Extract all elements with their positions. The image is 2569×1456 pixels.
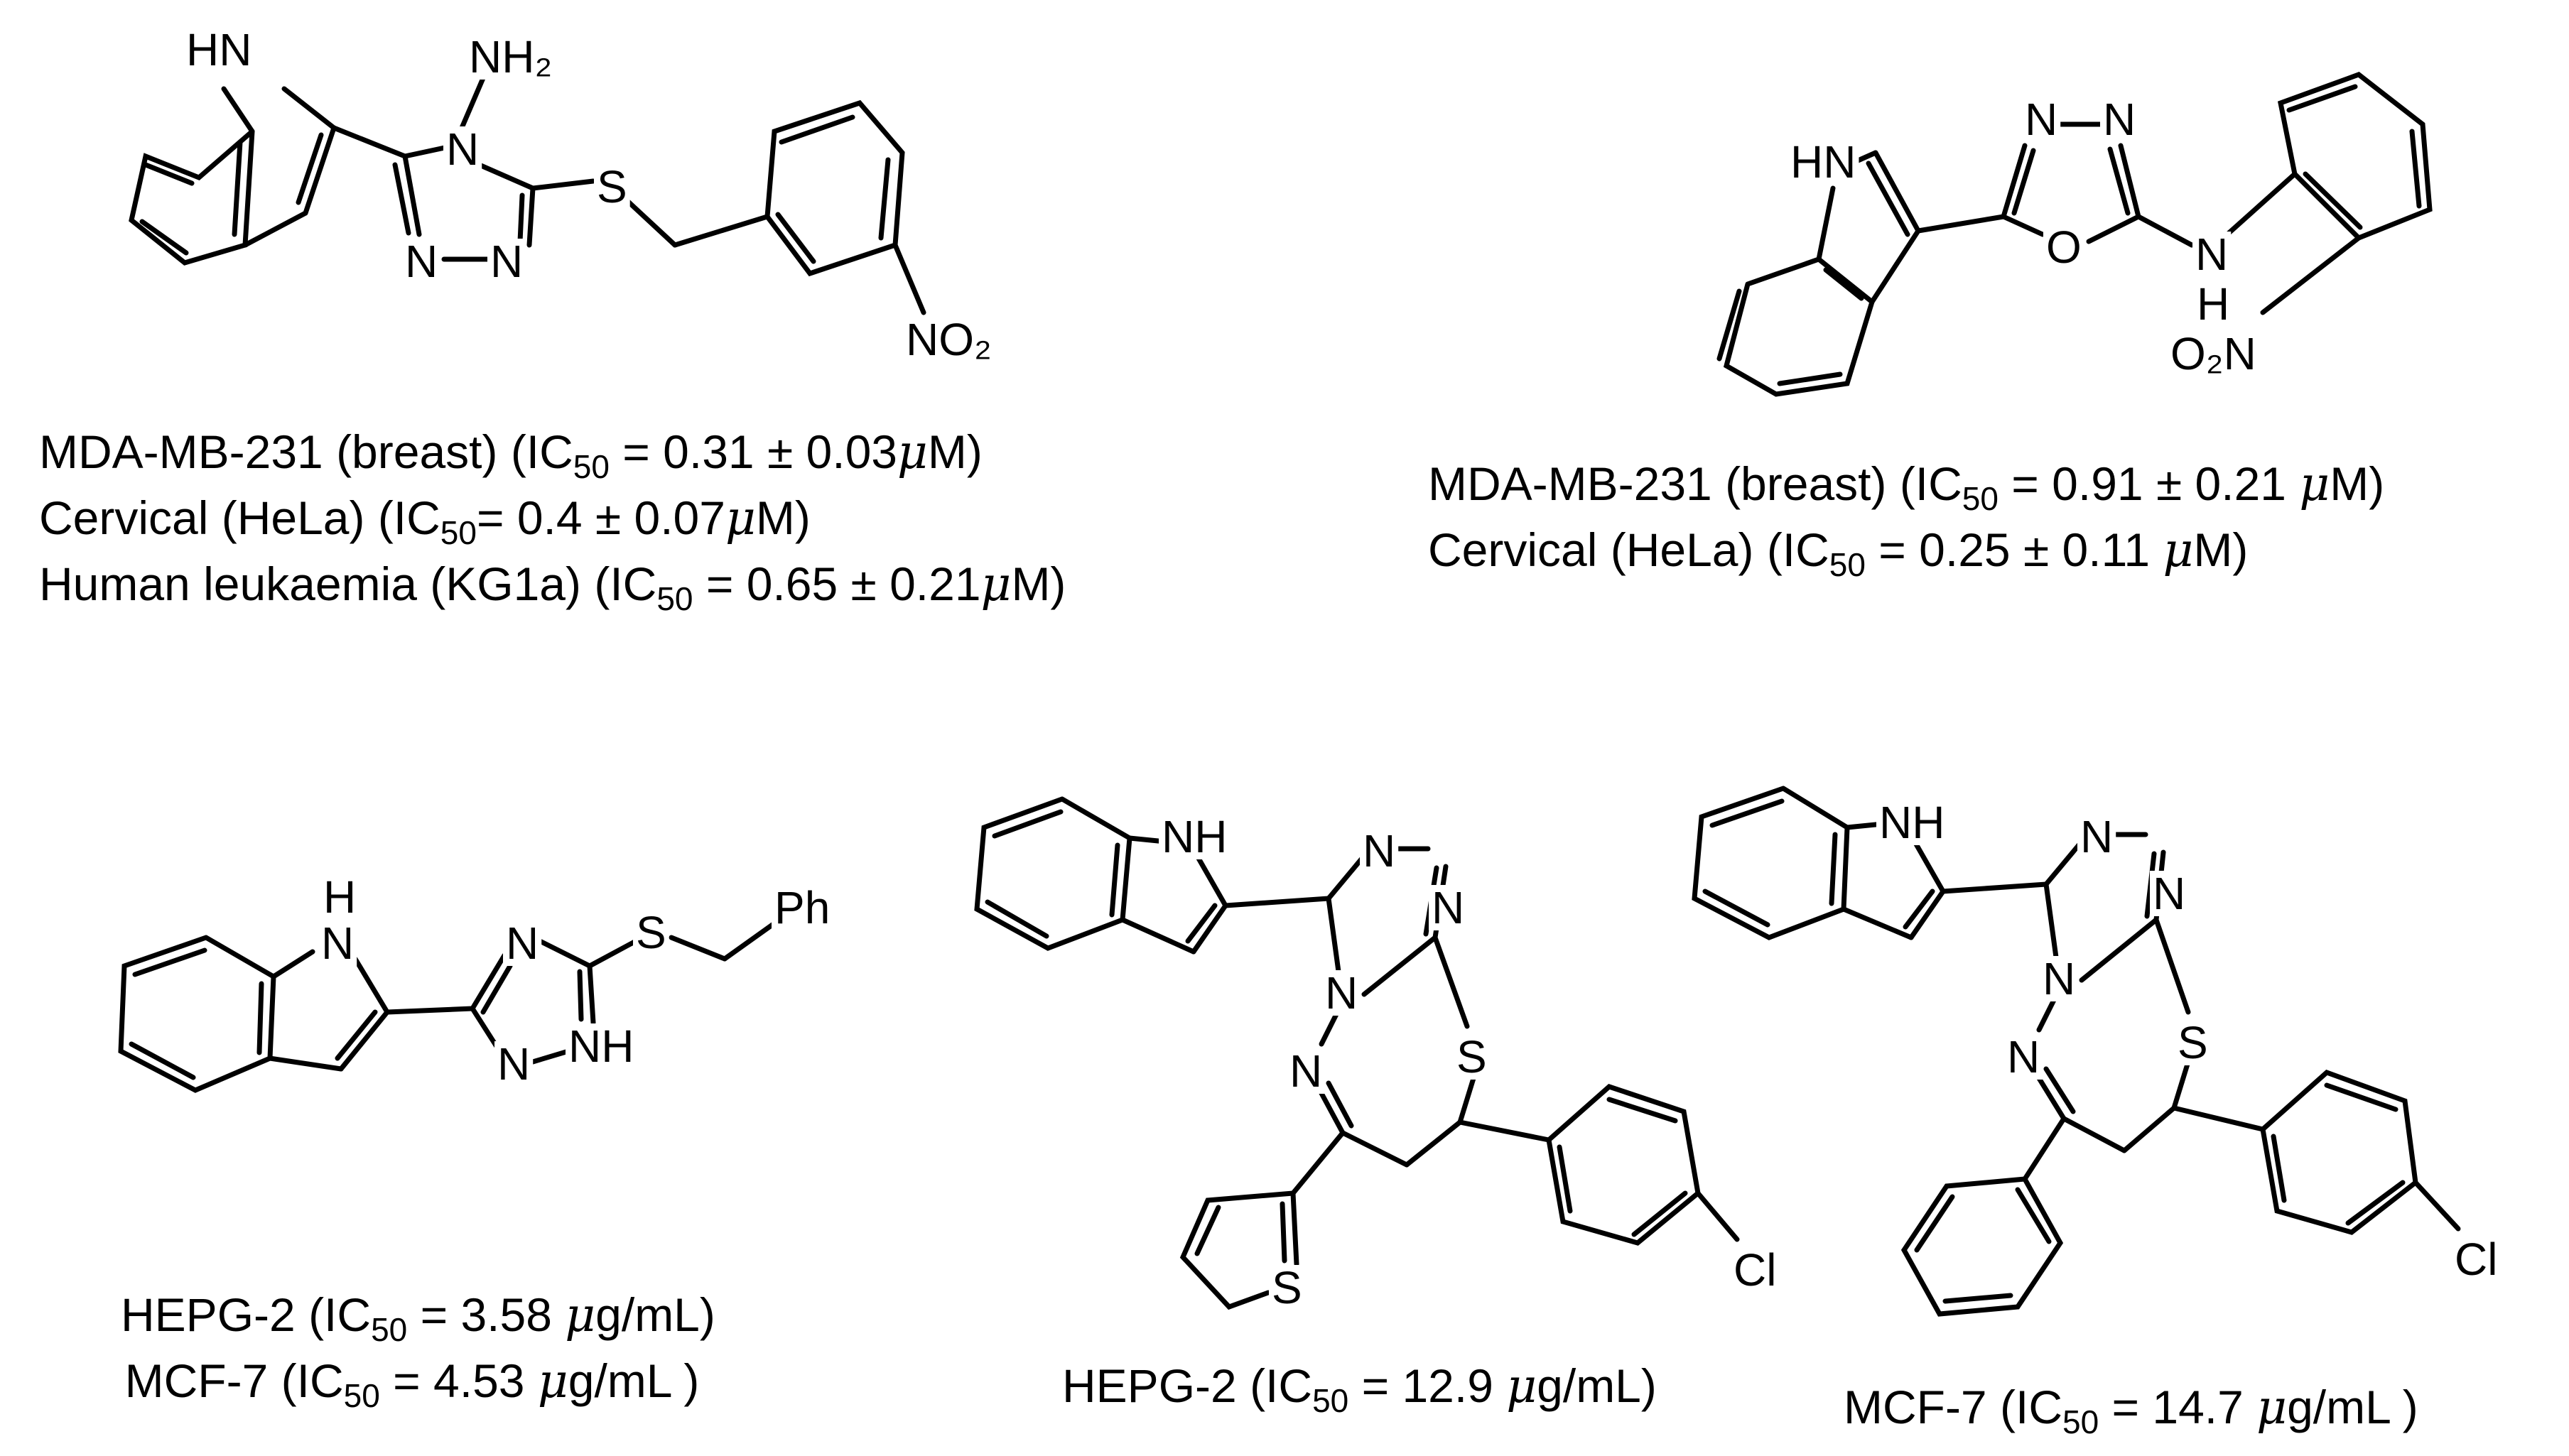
atom-label-backing <box>594 164 630 210</box>
atom-label-backing <box>318 920 357 966</box>
c1-no2-label: NO₂ <box>906 314 992 365</box>
c3-nh-label: NH <box>568 1021 634 1072</box>
c2-o-label: O <box>2046 222 2082 273</box>
activity-line: HEPG-2 (IC50 = 3.58 μg/mL) <box>121 1288 715 1348</box>
c1-s-label: S <box>597 161 627 212</box>
atom-label-backing <box>2192 232 2232 277</box>
atom-label-backing <box>487 239 526 284</box>
c1-n1-label: N <box>405 236 438 287</box>
atom-label-backing <box>503 920 542 966</box>
c4-cl-label: Cl <box>1734 1244 1776 1295</box>
activity-line: Cervical (HeLa) (IC50= 0.4 ± 0.07μM) <box>39 491 811 551</box>
atom-label-backing <box>1876 800 1948 845</box>
c5-n2-label: N <box>2153 868 2185 919</box>
atom-label-backing <box>633 910 669 955</box>
c5-indole-nh-label: NH <box>1879 797 1945 848</box>
activity-line: MDA-MB-231 (breast) (IC50 = 0.91 ± 0.21 … <box>1428 457 2385 517</box>
c1-indole-nh-label: HN <box>186 24 252 75</box>
atom-label-backing <box>566 1023 637 1069</box>
compound-3-atom-labels: H N N S Ph N NH <box>318 871 833 1090</box>
atom-label-backing <box>1731 1247 1780 1293</box>
atom-label-backing <box>320 874 359 920</box>
c4-thiophene-s-label: S <box>1272 1262 1302 1313</box>
activity-line: Human leukaemia (KG1a) (IC50 = 0.65 ± 0.… <box>39 557 1066 617</box>
c4-azepine-n-label: N <box>1289 1045 1322 1097</box>
c3-n1-label: N <box>497 1038 530 1090</box>
atom-label-backing <box>1159 814 1231 859</box>
c4-indole-nh-label: NH <box>1162 811 1227 862</box>
compound-4-structure <box>974 796 1740 1310</box>
c4-n1-label: N <box>1363 825 1395 876</box>
atom-label-backing <box>443 126 482 172</box>
atom-label-backing <box>1360 828 1399 874</box>
atom-label-backing <box>2040 956 2079 1001</box>
compound-1-structure <box>129 75 926 315</box>
c3-n4-label: N <box>506 918 539 969</box>
c1-nh2-label: NH₂ <box>469 31 552 82</box>
compound-4-atom-labels: NH N N N N S S Cl <box>1159 811 1780 1313</box>
compound-2-caption: MDA-MB-231 (breast) (IC50 = 0.91 ± 0.21 … <box>1428 451 2384 583</box>
c4-n4-label: N <box>1325 967 1358 1018</box>
compound-5-caption: MCF-7 (IC50 = 14.7 μg/mL ) <box>1844 1374 2418 1440</box>
atom-label-backing <box>1454 1034 1490 1080</box>
atom-label-backing <box>1429 885 1468 930</box>
c2-nh-h-label: H <box>2197 278 2229 330</box>
c2-no2-label: O₂N <box>2170 328 2256 379</box>
compound-2-atom-labels: HN N N O N H O₂N <box>1788 94 2259 379</box>
c3-indole-h-label: H <box>323 871 356 923</box>
atom-label-backing <box>903 317 995 362</box>
atom-label-backing <box>2175 1020 2211 1065</box>
atom-label-backing <box>2150 871 2189 916</box>
activity-line: Cervical (HeLa) (IC50 = 0.25 ± 0.11 μM) <box>1428 523 2249 583</box>
c4-n2-label: N <box>1432 882 1464 933</box>
atom-label-backing <box>1322 970 1361 1016</box>
atom-label-backing <box>2100 97 2139 142</box>
compound-5-atom-labels: NH N N N N S Cl <box>1876 797 2501 1285</box>
c5-cl-label: Cl <box>2455 1234 2497 1285</box>
c2-nh-n-label: N <box>2195 229 2228 280</box>
compound-4-caption: HEPG-2 (IC50 = 12.9 μg/mL) <box>1062 1353 1657 1419</box>
c3-indole-n-label: N <box>321 918 354 969</box>
atom-label-backing <box>2043 224 2084 270</box>
c5-n1-label: N <box>2080 811 2113 862</box>
c4-ring-s-label: S <box>1456 1031 1487 1082</box>
compound-3-caption: HEPG-2 (IC50 = 3.58 μg/mL) MCF-7 (IC50 =… <box>121 1282 715 1414</box>
atom-label-backing <box>1287 1048 1326 1094</box>
activity-line: HEPG-2 (IC50 = 12.9 μg/mL) <box>1062 1359 1657 1419</box>
c1-n4-label: N <box>446 124 479 175</box>
atom-label-backing <box>466 34 556 80</box>
atom-label-backing <box>2004 1034 2043 1080</box>
atom-label-backing <box>494 1041 534 1087</box>
atom-label-backing <box>2168 331 2259 376</box>
atom-label-backing <box>2022 97 2061 142</box>
atom-label-backing <box>2452 1237 2501 1282</box>
activity-line: MDA-MB-231 (breast) (IC50 = 0.31 ± 0.03μ… <box>39 425 983 485</box>
c3-s-label: S <box>636 907 666 958</box>
atom-label-backing <box>1269 1265 1305 1310</box>
compound-1-caption: MDA-MB-231 (breast) (IC50 = 0.31 ± 0.03μ… <box>39 419 1066 617</box>
compound-1-atom-labels: HN NH₂ N N N S NO₂ <box>183 24 995 365</box>
activity-line: MCF-7 (IC50 = 14.7 μg/mL ) <box>1844 1380 2418 1440</box>
c2-n4-label: N <box>2103 94 2136 145</box>
atom-label-backing <box>1788 139 1859 185</box>
atom-label-backing <box>772 885 833 930</box>
c5-azepine-n-label: N <box>2007 1031 2040 1082</box>
activity-line: MCF-7 (IC50 = 4.53 μg/mL ) <box>124 1354 700 1414</box>
c5-n4-label: N <box>2043 953 2075 1004</box>
c3-ph-label: Ph <box>774 882 830 933</box>
atom-label-backing <box>402 239 441 284</box>
atom-label-backing <box>2077 814 2116 859</box>
compound-5-structure <box>1692 786 2461 1317</box>
c2-n3-label: N <box>2025 94 2057 145</box>
c5-ring-s-label: S <box>2178 1017 2208 1068</box>
atom-label-backing <box>183 27 255 72</box>
c2-indole-nh-label: HN <box>1790 136 1856 188</box>
atom-label-backing <box>2194 281 2233 327</box>
c1-n2-label: N <box>490 236 523 287</box>
compound-3-structure <box>118 920 777 1093</box>
